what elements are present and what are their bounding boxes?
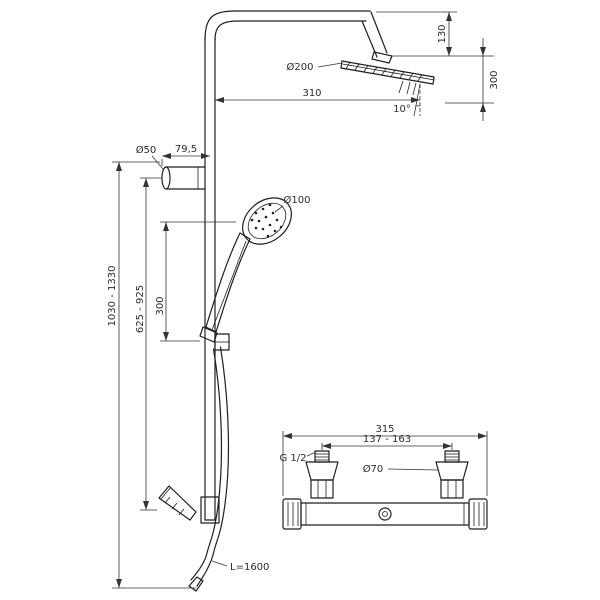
holder-offset-label: 300 (155, 296, 166, 315)
wall-bracket (161, 166, 206, 190)
hose-end-fitting (188, 576, 204, 592)
right-supply-union (435, 450, 469, 499)
riser-height-label: 625 - 925 (135, 285, 146, 333)
head-drop-label: 130 (437, 24, 448, 43)
shower-column (204, 10, 393, 521)
hose-length-label: L=1600 (230, 562, 269, 573)
bracket-depth-label: 79,5 (175, 144, 197, 155)
escutcheon-diameter-label: Ø70 (363, 463, 384, 475)
bracket-diameter-label: Ø50 (136, 144, 157, 156)
mixer-width-label: 315 (375, 424, 394, 435)
head-diameter-label: Ø200 (287, 61, 314, 73)
spray-nozzle-dots (250, 203, 283, 238)
handshower-diameter-label: Ø100 (284, 194, 311, 206)
hand-shower-handle (205, 232, 251, 333)
hand-shower-holder (214, 333, 230, 351)
rain-shower-head (340, 60, 435, 96)
supply-spacing-label: 137 - 163 (363, 434, 411, 445)
labels: Ø200 310 130 300 10° Ø50 79,5 Ø100 1030 … (107, 24, 500, 573)
clearance-label: 300 (489, 70, 500, 89)
mixer-center-button (378, 507, 392, 521)
left-supply-union (305, 450, 339, 499)
shower-hose (188, 346, 230, 592)
head-hatching (345, 62, 423, 82)
dimension-lines-detail (282, 431, 488, 496)
dimension-lines-main (112, 11, 494, 589)
thread-size-label: G 1/2 (279, 453, 306, 464)
wall-supply-connection (158, 485, 220, 524)
spray-lines (398, 80, 417, 96)
mixer-body (300, 502, 470, 526)
hand-shower (199, 197, 292, 343)
total-height-label: 1030 - 1330 (107, 266, 118, 327)
thermostatic-mixer-detail (282, 450, 488, 530)
spray-angle-label: 10° (393, 104, 411, 115)
head-offset-label: 310 (302, 88, 321, 99)
